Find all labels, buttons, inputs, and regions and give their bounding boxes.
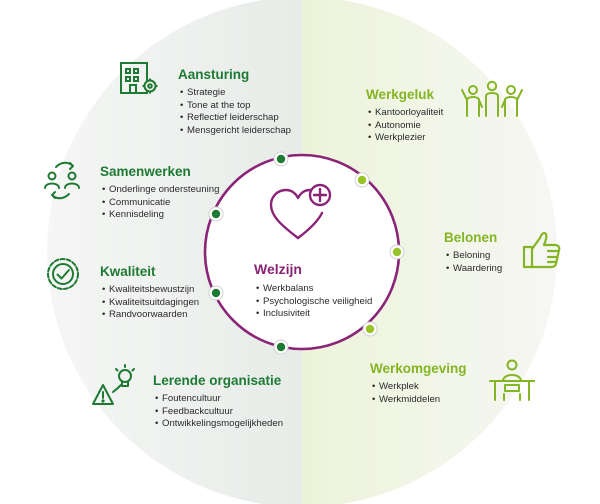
- list-item: Werkplek: [372, 381, 440, 394]
- list-item: Strategie: [180, 87, 291, 100]
- list-item: Beloning: [446, 250, 502, 263]
- thumbs-up-icon: [522, 231, 561, 269]
- list-item: Kennisdeling: [102, 209, 219, 222]
- list-item: Inclusiviteit: [256, 308, 372, 321]
- connector-dot-core: [211, 288, 221, 298]
- right-half-background: [302, 0, 557, 504]
- list-item: Onderlinge ondersteuning: [102, 184, 219, 197]
- section-title-aansturing: Aansturing: [178, 67, 250, 82]
- center-list: Werkbalans Psychologische veiligheid Inc…: [256, 283, 372, 321]
- connector-dot-core: [276, 154, 286, 164]
- section-title-werkgeluk: Werkgeluk: [366, 87, 435, 102]
- section-list-lerende-organisatie: Foutencultuur Feedbackcultuur Ontwikkeli…: [155, 393, 283, 431]
- person-at-desk-icon: [489, 359, 535, 401]
- list-item: Foutencultuur: [155, 393, 283, 406]
- connector-dot-core: [357, 175, 367, 185]
- list-item: Psychologische veiligheid: [256, 296, 372, 309]
- section-title-samenwerken: Samenwerken: [100, 164, 191, 179]
- section-title-belonen: Belonen: [444, 230, 498, 245]
- list-item: Randvoorwaarden: [102, 309, 199, 322]
- heart-plus-icon: [269, 183, 332, 240]
- list-item: Autonomie: [368, 120, 443, 133]
- section-list-werkomgeving: Werkplek Werkmiddelen: [372, 381, 440, 406]
- connector-dot-core: [276, 342, 286, 352]
- section-list-belonen: Beloning Waardering: [446, 250, 502, 275]
- list-item: Werkmiddelen: [372, 394, 440, 407]
- list-item: Mensgericht leiderschap: [180, 125, 291, 138]
- list-item: Kwaliteitsuitdagingen: [102, 297, 199, 310]
- list-item: Werkplezier: [368, 132, 443, 145]
- list-item: Tone at the top: [180, 100, 291, 113]
- section-title-lerende-organisatie: Lerende organisatie: [153, 373, 282, 388]
- list-item: Werkbalans: [256, 283, 372, 296]
- list-item: Waardering: [446, 263, 502, 276]
- list-item: Feedbackcultuur: [155, 406, 283, 419]
- list-item: Reflectief leiderschap: [180, 112, 291, 125]
- list-item: Ontwikkelingsmogelijkheden: [155, 418, 283, 431]
- connector-dot-core: [365, 324, 375, 334]
- section-list-werkgeluk: Kantoorloyaliteit Autonomie Werkplezier: [368, 107, 443, 145]
- section-list-aansturing: Strategie Tone at the top Reflectief lei…: [180, 87, 291, 137]
- section-list-kwaliteit: Kwaliteitsbewustzijn Kwaliteitsuitdaging…: [102, 284, 199, 322]
- list-item: Kantoorloyaliteit: [368, 107, 443, 120]
- section-list-samenwerken: Onderlinge ondersteuning Communicatie Ke…: [102, 184, 219, 222]
- building-gear-icon: [120, 62, 158, 94]
- cheering-people-icon: [461, 80, 523, 117]
- connector-dot-core: [392, 247, 402, 257]
- list-item: Kwaliteitsbewustzijn: [102, 284, 199, 297]
- section-title-werkomgeving: Werkomgeving: [370, 361, 467, 376]
- warning-lightbulb-icon: [92, 364, 135, 405]
- section-title-kwaliteit: Kwaliteit: [100, 264, 156, 279]
- check-badge-icon: [47, 258, 79, 290]
- center-title: Welzijn: [254, 261, 302, 277]
- list-item: Communicatie: [102, 197, 219, 210]
- people-exchange-icon: [44, 161, 80, 200]
